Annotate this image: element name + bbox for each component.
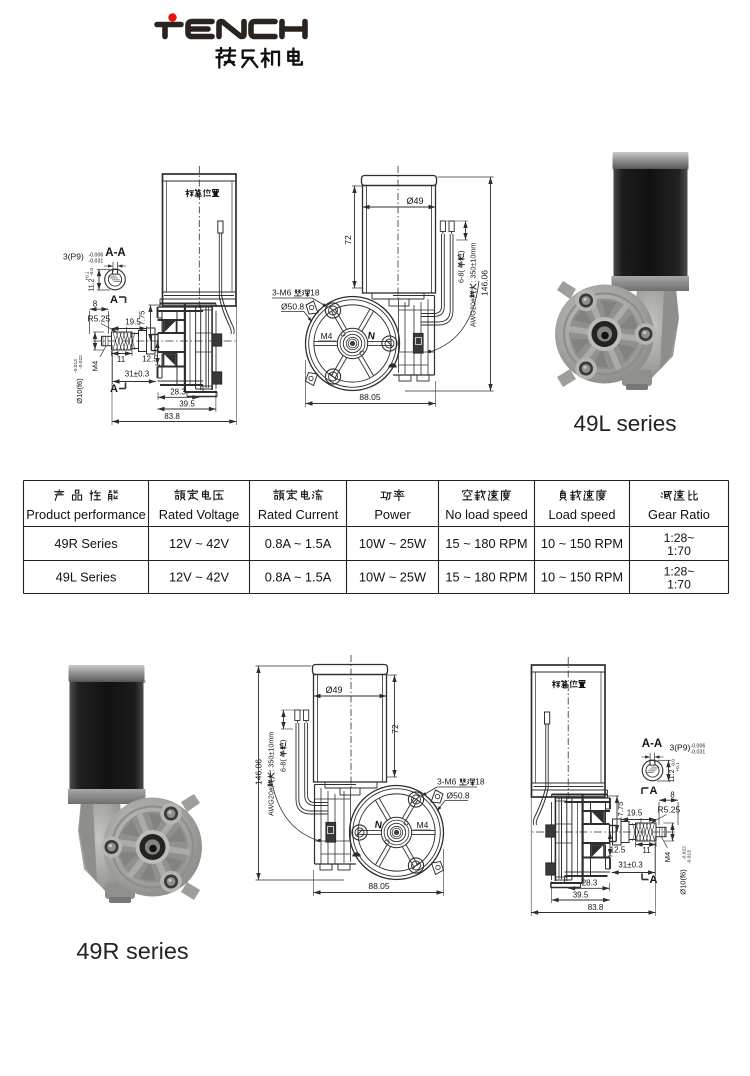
- svg-text:1:28~: 1:28~: [664, 565, 695, 579]
- svg-text:A: A: [650, 874, 658, 886]
- svg-text:49L Series: 49L Series: [56, 570, 117, 585]
- svg-text:No load speed: No load speed: [445, 507, 528, 522]
- svg-text:A: A: [650, 785, 658, 797]
- svg-text:Product performance: Product performance: [26, 507, 146, 522]
- svg-text:A: A: [110, 294, 118, 306]
- svg-text:Ø49: Ø49: [325, 685, 342, 695]
- svg-text:83.8: 83.8: [588, 903, 604, 912]
- svg-text:12V ~ 42V: 12V ~ 42V: [169, 570, 230, 585]
- svg-text:Ø50.8: Ø50.8: [281, 302, 304, 312]
- svg-text:-0.0: -0.0: [670, 759, 675, 767]
- svg-text:M4: M4: [417, 820, 429, 830]
- svg-text:10 ~ 150 RPM: 10 ~ 150 RPM: [541, 536, 623, 551]
- svg-text:Ø50.8: Ø50.8: [447, 791, 470, 801]
- svg-text:6-8(: 6-8(: [457, 270, 466, 283]
- svg-text:39.5: 39.5: [573, 891, 589, 900]
- svg-text:R5.25: R5.25: [658, 805, 681, 815]
- svg-text:A: A: [110, 383, 118, 395]
- svg-text:): ): [279, 740, 288, 742]
- svg-text:A-A: A-A: [105, 247, 125, 259]
- svg-text:8: 8: [93, 300, 98, 309]
- svg-text:1:70: 1:70: [667, 578, 691, 592]
- svg-text:Power: Power: [374, 507, 411, 522]
- svg-text:: 350±10mm: : 350±10mm: [267, 732, 276, 772]
- svg-text:146.06: 146.06: [480, 270, 490, 296]
- svg-text:AWG20#,: AWG20#,: [267, 785, 276, 816]
- svg-text:3-M6: 3-M6: [272, 288, 292, 298]
- svg-text:M4: M4: [91, 361, 100, 371]
- svg-text:31±0.3: 31±0.3: [618, 861, 643, 870]
- svg-text:11: 11: [117, 355, 126, 364]
- svg-text:3(P9): 3(P9): [670, 743, 691, 753]
- svg-text:Load speed: Load speed: [549, 507, 616, 522]
- svg-text:15 ~ 180 RPM: 15 ~ 180 RPM: [445, 570, 527, 585]
- svg-text:49L series: 49L series: [574, 411, 677, 436]
- svg-text:N: N: [367, 331, 376, 343]
- svg-text:146.06: 146.06: [254, 759, 264, 785]
- svg-text:-0.0: -0.0: [89, 268, 94, 276]
- svg-text:AWG20#,: AWG20#,: [469, 296, 478, 327]
- svg-text:Gear Ratio: Gear Ratio: [648, 507, 710, 522]
- svg-text:49R Series: 49R Series: [54, 536, 117, 551]
- svg-text:19.5: 19.5: [627, 809, 643, 818]
- svg-text:31±0.3: 31±0.3: [125, 370, 150, 379]
- svg-text:-0.022: -0.022: [682, 846, 688, 860]
- svg-text:Ø10(f6): Ø10(f6): [75, 378, 84, 404]
- svg-text:0.8A ~ 1.5A: 0.8A ~ 1.5A: [265, 570, 332, 585]
- svg-text:88.05: 88.05: [359, 392, 381, 402]
- svg-text:A-A: A-A: [642, 738, 662, 750]
- svg-text:): ): [457, 251, 466, 253]
- svg-text:72: 72: [343, 235, 353, 245]
- svg-text:12V ~ 42V: 12V ~ 42V: [169, 536, 230, 551]
- svg-text:18: 18: [475, 777, 485, 787]
- svg-text:11: 11: [642, 846, 651, 855]
- svg-text:6-8(: 6-8(: [279, 759, 288, 772]
- svg-text:28.3: 28.3: [582, 879, 598, 888]
- svg-text:N: N: [374, 820, 383, 832]
- svg-text:M4: M4: [663, 852, 672, 862]
- svg-text:-0.022: -0.022: [78, 355, 84, 369]
- svg-text:7.75: 7.75: [138, 311, 147, 326]
- svg-text:Ø49: Ø49: [406, 196, 423, 206]
- svg-text:0.8A ~ 1.5A: 0.8A ~ 1.5A: [265, 536, 332, 551]
- svg-text:18: 18: [310, 288, 320, 298]
- svg-text:3(P9): 3(P9): [63, 252, 84, 262]
- svg-text:Ø10(f6): Ø10(f6): [679, 869, 688, 895]
- svg-text:49R series: 49R series: [76, 938, 188, 964]
- svg-text:M4: M4: [321, 331, 333, 341]
- svg-text:10W ~ 25W: 10W ~ 25W: [359, 536, 427, 551]
- svg-text:R5.25: R5.25: [88, 314, 111, 324]
- svg-text:11.2: 11.2: [89, 278, 96, 291]
- svg-text:-0.031: -0.031: [89, 259, 104, 265]
- svg-text:8: 8: [670, 791, 675, 800]
- svg-text:12.5: 12.5: [610, 846, 626, 855]
- svg-text:72: 72: [390, 724, 400, 734]
- svg-text:83.8: 83.8: [164, 412, 180, 421]
- svg-text:28.3: 28.3: [170, 388, 186, 397]
- svg-text:1:70: 1:70: [667, 544, 691, 558]
- svg-text:3-M6: 3-M6: [437, 777, 457, 787]
- svg-text:10W ~ 25W: 10W ~ 25W: [359, 570, 427, 585]
- svg-text:1:28~: 1:28~: [664, 531, 695, 545]
- svg-text:15 ~ 180 RPM: 15 ~ 180 RPM: [445, 536, 527, 551]
- svg-text:39.5: 39.5: [179, 400, 195, 409]
- svg-text:10 ~ 150 RPM: 10 ~ 150 RPM: [541, 570, 623, 585]
- svg-text:-0.031: -0.031: [691, 750, 706, 756]
- svg-text:Rated Current: Rated Current: [258, 507, 339, 522]
- svg-text:: 350±10mm: : 350±10mm: [469, 243, 478, 283]
- svg-text:Rated Voltage: Rated Voltage: [159, 507, 239, 522]
- svg-text:+0.1: +0.1: [675, 762, 680, 772]
- svg-text:88.05: 88.05: [368, 881, 390, 891]
